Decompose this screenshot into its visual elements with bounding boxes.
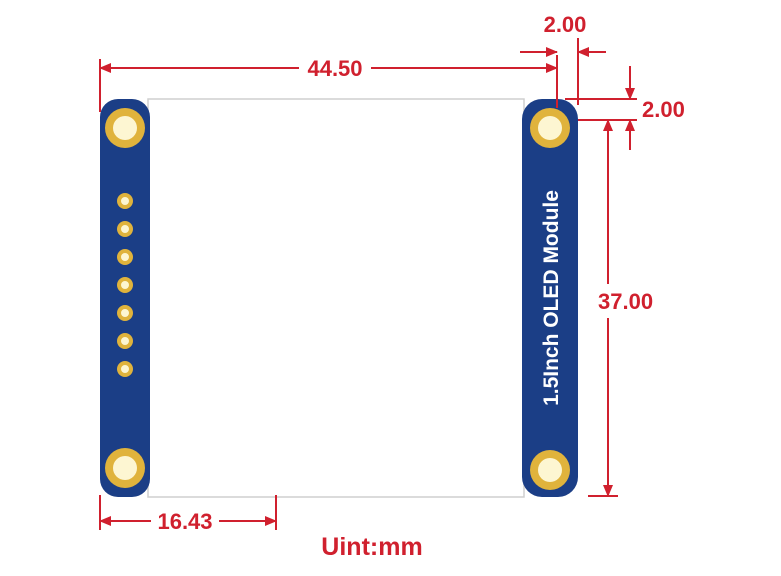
dimension-bottom-offset: 16.43 <box>99 495 277 534</box>
dimension-bottom-offset-label: 16.43 <box>157 509 212 534</box>
dimension-mount-hole-spacing: 37.00 <box>588 119 653 497</box>
dimension-corner-offset-x-label: 2.00 <box>544 12 587 37</box>
mount-hole-bottom-right <box>530 450 570 490</box>
left-pcb-strip <box>100 99 150 497</box>
dimension-corner-offset-y: 2.00 <box>565 66 685 150</box>
header-pin <box>117 221 133 237</box>
dimension-corner-offset-y-label: 2.00 <box>642 97 685 122</box>
header-pin <box>117 193 133 209</box>
header-pin <box>117 277 133 293</box>
header-pin <box>117 249 133 265</box>
dimension-overall-width-label: 44.50 <box>307 56 362 81</box>
unit-note: Uint:mm <box>321 533 422 561</box>
right-pcb-strip <box>522 99 578 497</box>
header-pin <box>117 305 133 321</box>
header-pin <box>117 333 133 349</box>
mount-hole-bottom-left <box>105 448 145 488</box>
dimension-corner-offset-x: 2.00 <box>520 12 606 105</box>
header-pins <box>117 193 133 377</box>
oled-screen <box>147 98 525 498</box>
module-label: 1.5Inch OLED Module <box>540 190 563 406</box>
mount-hole-top-left <box>105 108 145 148</box>
header-pin <box>117 361 133 377</box>
dimension-mount-hole-spacing-label: 37.00 <box>598 289 653 314</box>
dimension-overall-width: 44.50 <box>99 55 558 112</box>
mount-hole-top-right <box>530 108 570 148</box>
